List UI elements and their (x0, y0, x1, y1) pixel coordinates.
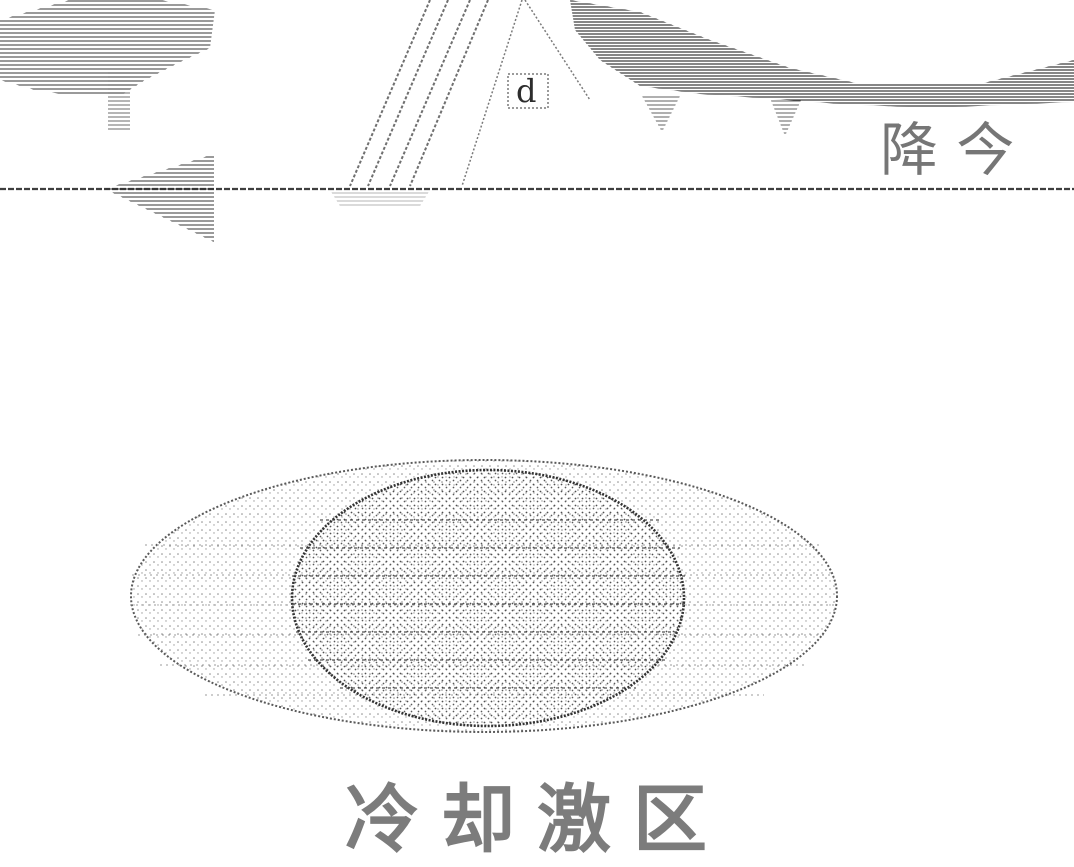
right-terrain-mass (570, 0, 1074, 108)
top-panel: d 降 今 (0, 0, 1074, 242)
right-terrain-lobe-b (770, 98, 802, 136)
inner-ellipse-hatching (292, 519, 686, 689)
top-label-left: d (516, 72, 536, 110)
outer-ellipse-hatching (130, 544, 835, 696)
right-terrain-lobe-a (642, 96, 680, 132)
conduit-floor-reflection (330, 190, 430, 206)
flow-arrow-head (105, 154, 214, 242)
center-cone (461, 0, 591, 187)
left-terrain-mass (0, 0, 215, 96)
slanted-conduit (349, 0, 489, 187)
bottom-panel (130, 459, 838, 733)
top-label-right: 降 今 (880, 116, 1014, 184)
left-terrain-hanging-tail (108, 72, 130, 132)
inner-ellipse (290, 468, 686, 728)
bottom-caption: 冷却激区 (345, 777, 729, 863)
